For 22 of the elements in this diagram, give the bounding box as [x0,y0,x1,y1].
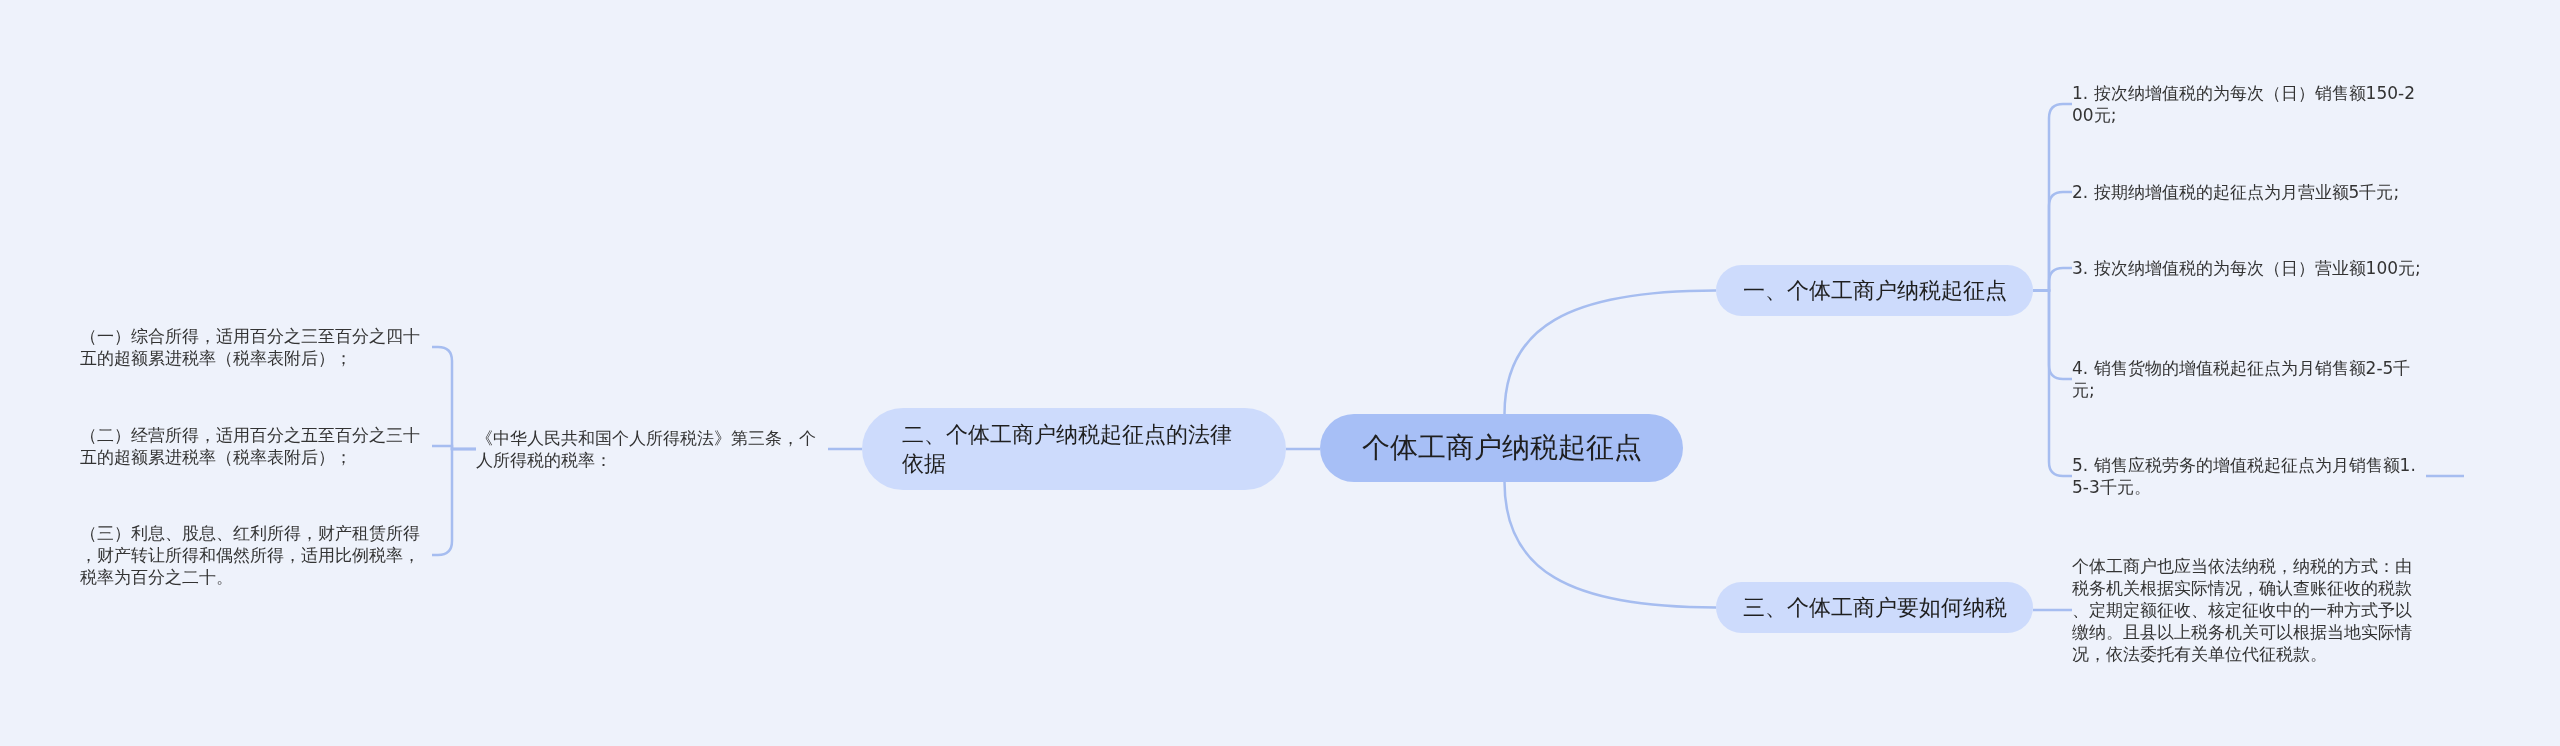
leaf-text: 4. 销售货物的增值税起征点为月销售额2-5千元; [2072,357,2424,401]
topic-text: 三、个体工商户要如何纳税 [1742,594,2007,622]
leaf-text: 2. 按期纳增值税的起征点为月营业额5千元; [2072,181,2400,203]
branch-line [1286,447,1320,451]
leaf-text: 1. 按次纳增值税的为每次（日）销售额150-200元; [2072,82,2424,126]
branch-line [828,447,862,451]
leaf-text: 个体工商户也应当依法纳税，纳税的方式：由税务机关根据实际情况，确认查账征收的税款、定期定额征收、核定征收中的一种方式予以缴纳。且县以上税务机关可以根据当地实际情况，依法委托有关单位代征税款。 [2072,555,2424,665]
branch-line [1503,481,1717,609]
leaf-text: 3. 按次纳增值税的为每次（日）营业额100元; [2072,257,2421,279]
leaf-text: （一）综合所得，适用百分之三至百分之四十五的超额累进税率（税率表附后）； [80,325,432,369]
leaf-text: 《中华人民共和国个人所得税法》第三条，个人所得税的税率： [476,427,828,471]
leaf-text: （三）利息、股息、红利所得，财产租赁所得，财产转让所得和偶然所得，适用比例税率，税率为百分之二十。 [80,522,432,588]
branch-stub [2426,474,2464,478]
topic-text: 二、个体工商户纳税起征点的法律依据 [902,421,1233,478]
topic-text: 个体工商户纳税起征点 [1361,430,1642,466]
leaf-text: （二）经营所得，适用百分之五至百分之三十五的超额累进税率（税率表附后）； [80,424,432,468]
branch-line [2033,608,2072,612]
leaf-text: 5. 销售应税劳务的增值税起征点为月销售额1.5-3千元。 [2072,454,2424,498]
topic-text: 一、个体工商户纳税起征点 [1742,277,2007,305]
branch-line [1503,289,1717,415]
topic-pill [1716,582,2033,633]
topic-pill [1716,265,2033,316]
